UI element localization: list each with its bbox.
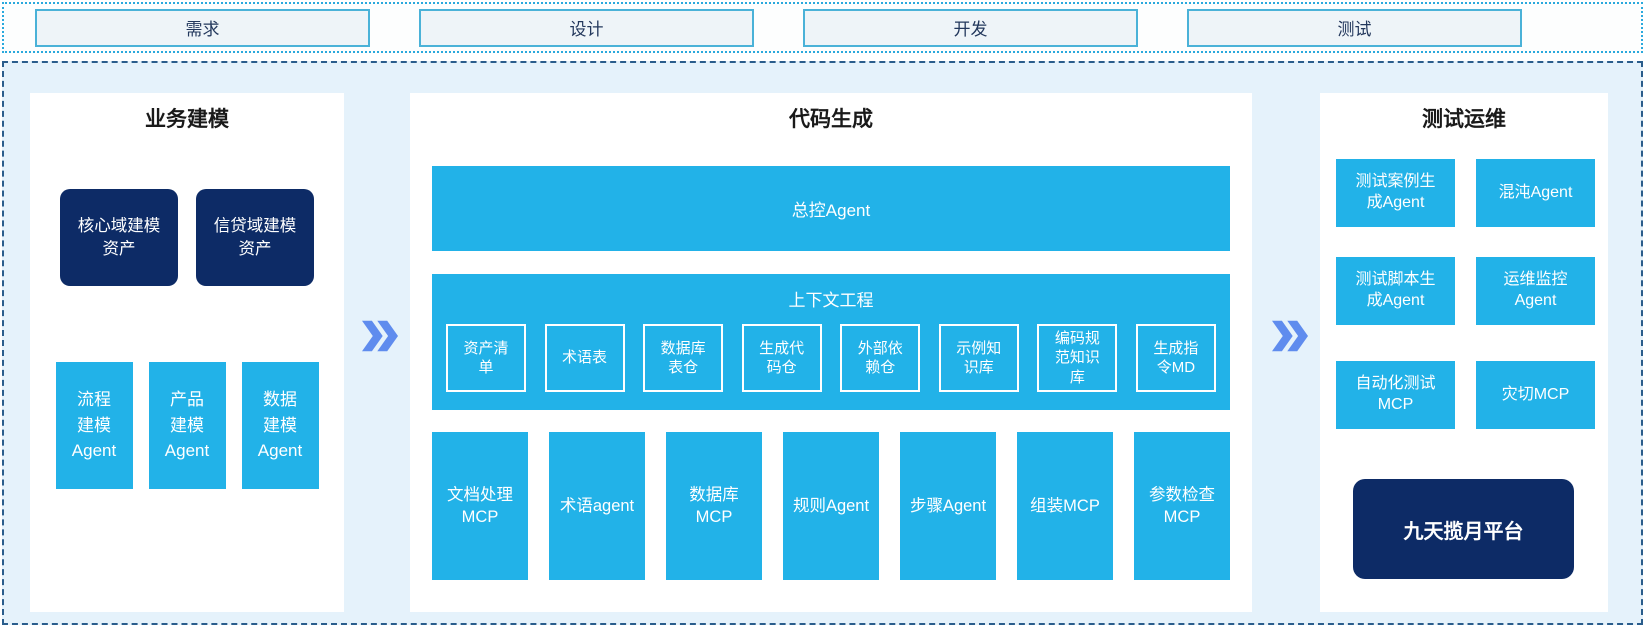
terminology-agent-box: 术语agent (549, 432, 645, 580)
testops-row-2: 测试脚本生 成Agent 运维监控 Agent (1336, 257, 1596, 325)
panel-test-operations: 测试运维 测试案例生 成Agent 混沌Agent 测试脚本生 成Agent 运… (1320, 93, 1608, 612)
panel-business-modeling: 业务建模 核心域建模 资产 信贷域建模 资产 流程 建模 Agent 产品 建模… (30, 93, 344, 612)
context-item-external-deps-repo: 外部依 赖仓 (840, 324, 921, 392)
stage-box-testing: 测试 (1187, 8, 1522, 47)
test-operations-title: 测试运维 (1422, 108, 1506, 131)
doc-processing-mcp-box: 文档处理 MCP (432, 432, 528, 580)
stage-band: 需求 设计 开发 测试 (2, 2, 1643, 53)
credit-domain-asset-box: 信贷域建模 资产 (196, 189, 314, 286)
assembly-mcp-box: 组装MCP (1017, 432, 1113, 580)
chaos-agent-box: 混沌Agent (1476, 159, 1595, 227)
double-chevron-icon (1272, 319, 1308, 353)
data-modeling-agent-box: 数据 建模 Agent (241, 362, 319, 489)
modeling-assets-row: 核心域建模 资产 信贷域建模 资产 (30, 189, 344, 286)
context-engineering-title: 上下文工程 (788, 291, 874, 310)
disaster-switch-mcp-box: 灾切MCP (1476, 361, 1595, 429)
context-items-row: 资产清 单 术语表 数据库 表仓 生成代 码仓 外部依 赖仓 示例知 识库 编码… (446, 324, 1216, 392)
modeling-agents-row: 流程 建模 Agent 产品 建模 Agent 数据 建模 Agent (30, 362, 344, 489)
double-chevron-icon (362, 319, 398, 353)
panel-code-generation: 代码生成 总控Agent 上下文工程 资产清 单 术语表 数据库 表仓 生成代 … (410, 93, 1252, 612)
stage-box-development: 开发 (803, 8, 1138, 47)
ops-monitoring-agent-box: 运维监控 Agent (1476, 257, 1595, 325)
test-case-gen-agent-box: 测试案例生 成Agent (1336, 159, 1455, 227)
stage-box-design: 设计 (419, 8, 754, 47)
context-item-example-kb: 示例知 识库 (938, 324, 1019, 392)
master-agent-bar: 总控Agent (432, 166, 1230, 251)
jiutian-lanyue-platform-box: 九天揽月平台 (1353, 479, 1574, 579)
testops-row-3: 自动化测试 MCP 灾切MCP (1336, 361, 1596, 429)
context-item-db-table-repo: 数据库 表仓 (643, 324, 724, 392)
context-item-glossary: 术语表 (544, 324, 625, 392)
process-modeling-agent-box: 流程 建模 Agent (55, 362, 133, 489)
testops-grid: 测试案例生 成Agent 混沌Agent 测试脚本生 成Agent 运维监控 A… (1336, 159, 1596, 429)
business-modeling-title: 业务建模 (145, 108, 229, 131)
context-item-asset-list: 资产清 单 (446, 324, 526, 392)
test-script-gen-agent-box: 测试脚本生 成Agent (1336, 257, 1455, 325)
rules-agent-box: 规则Agent (783, 432, 879, 580)
context-item-generation-instruction-md: 生成指 令MD (1135, 324, 1216, 392)
context-item-coding-standards-kb: 编码规 范知识 库 (1037, 324, 1118, 392)
database-mcp-box: 数据库 MCP (666, 432, 762, 580)
codegen-tools-row: 文档处理 MCP 术语agent 数据库 MCP 规则Agent 步骤Agent… (432, 432, 1230, 580)
product-modeling-agent-box: 产品 建模 Agent (148, 362, 226, 489)
param-check-mcp-box: 参数检查 MCP (1134, 432, 1230, 580)
context-item-generated-code-repo: 生成代 码仓 (741, 324, 822, 392)
core-domain-asset-box: 核心域建模 资产 (60, 189, 178, 286)
context-engineering-panel: 上下文工程 资产清 单 术语表 数据库 表仓 生成代 码仓 外部依 赖仓 示例知… (432, 274, 1230, 410)
code-generation-title: 代码生成 (789, 108, 873, 131)
main-diagram-container: 业务建模 核心域建模 资产 信贷域建模 资产 流程 建模 Agent 产品 建模… (2, 61, 1643, 625)
testops-row-1: 测试案例生 成Agent 混沌Agent (1336, 159, 1596, 227)
automated-testing-mcp-box: 自动化测试 MCP (1336, 361, 1455, 429)
steps-agent-box: 步骤Agent (900, 432, 996, 580)
stage-box-requirements: 需求 (35, 8, 370, 47)
